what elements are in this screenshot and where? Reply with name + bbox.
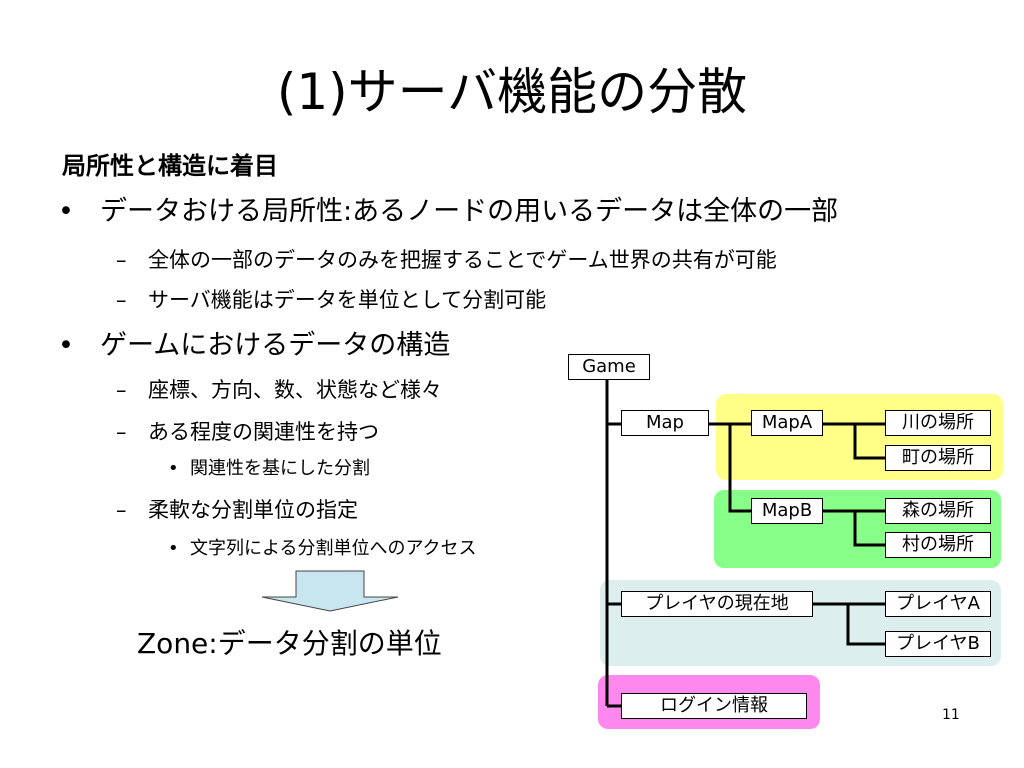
bullet-marker: – — [116, 378, 127, 402]
bullet-text: データおける局所性:あるノードの用いるデータは全体の一部 — [100, 196, 839, 227]
mapa-town-connector — [853, 424, 885, 460]
node-map-a: MapA — [751, 410, 823, 436]
bullet-marker: • — [58, 330, 74, 361]
node-village-location: 村の場所 — [885, 532, 991, 558]
bullet-text: 全体の一部のデータのみを把握することでゲーム世界の共有が可能 — [148, 248, 777, 272]
bullet-text: 柔軟な分割単位の指定 — [148, 498, 358, 522]
node-player-location: プレイヤの現在地 — [621, 591, 813, 617]
node-river-location: 川の場所 — [885, 410, 991, 436]
player-playerb-connector — [846, 604, 885, 646]
bullet-marker: – — [116, 498, 127, 522]
slide-title: (1)サーバ機能の分散 — [276, 63, 748, 121]
page-number: 11 — [942, 707, 960, 723]
map-mapb-connector — [728, 424, 751, 513]
bullet-marker: • — [168, 538, 179, 559]
mapb-village-connector — [853, 511, 885, 547]
bullet-text: 座標、方向、数、状態など様々 — [148, 378, 442, 402]
bullet-marker: – — [116, 288, 127, 312]
down-arrow-icon — [261, 570, 399, 612]
bullet-text: ゲームにおけるデータの構造 — [100, 330, 451, 361]
node-login-info: ログイン情報 — [621, 693, 807, 719]
zone-label: Zone:データ分割の単位 — [137, 627, 442, 660]
node-map-b: MapB — [751, 498, 823, 524]
bullet-text: ある程度の関連性を持つ — [148, 420, 379, 444]
node-town-location: 町の場所 — [885, 445, 991, 471]
down-arrow-shape — [261, 570, 399, 612]
node-forest-location: 森の場所 — [885, 498, 991, 524]
bullet-text: 文字列による分割単位へのアクセス — [190, 538, 477, 559]
node-player-b: プレイヤB — [885, 631, 991, 657]
bullet-text: 関連性を基にした分割 — [190, 458, 370, 479]
bullet-marker: • — [58, 196, 74, 227]
subheading: 局所性と構造に着目 — [62, 152, 278, 180]
bullet-text: サーバ機能はデータを単位として分割可能 — [148, 288, 547, 312]
bullet-marker: – — [116, 420, 127, 444]
node-player-a: プレイヤA — [885, 591, 991, 617]
bullet-marker: – — [116, 248, 127, 272]
bullet-marker: • — [168, 458, 179, 479]
node-game: Game — [568, 354, 650, 380]
node-map: Map — [621, 410, 709, 436]
